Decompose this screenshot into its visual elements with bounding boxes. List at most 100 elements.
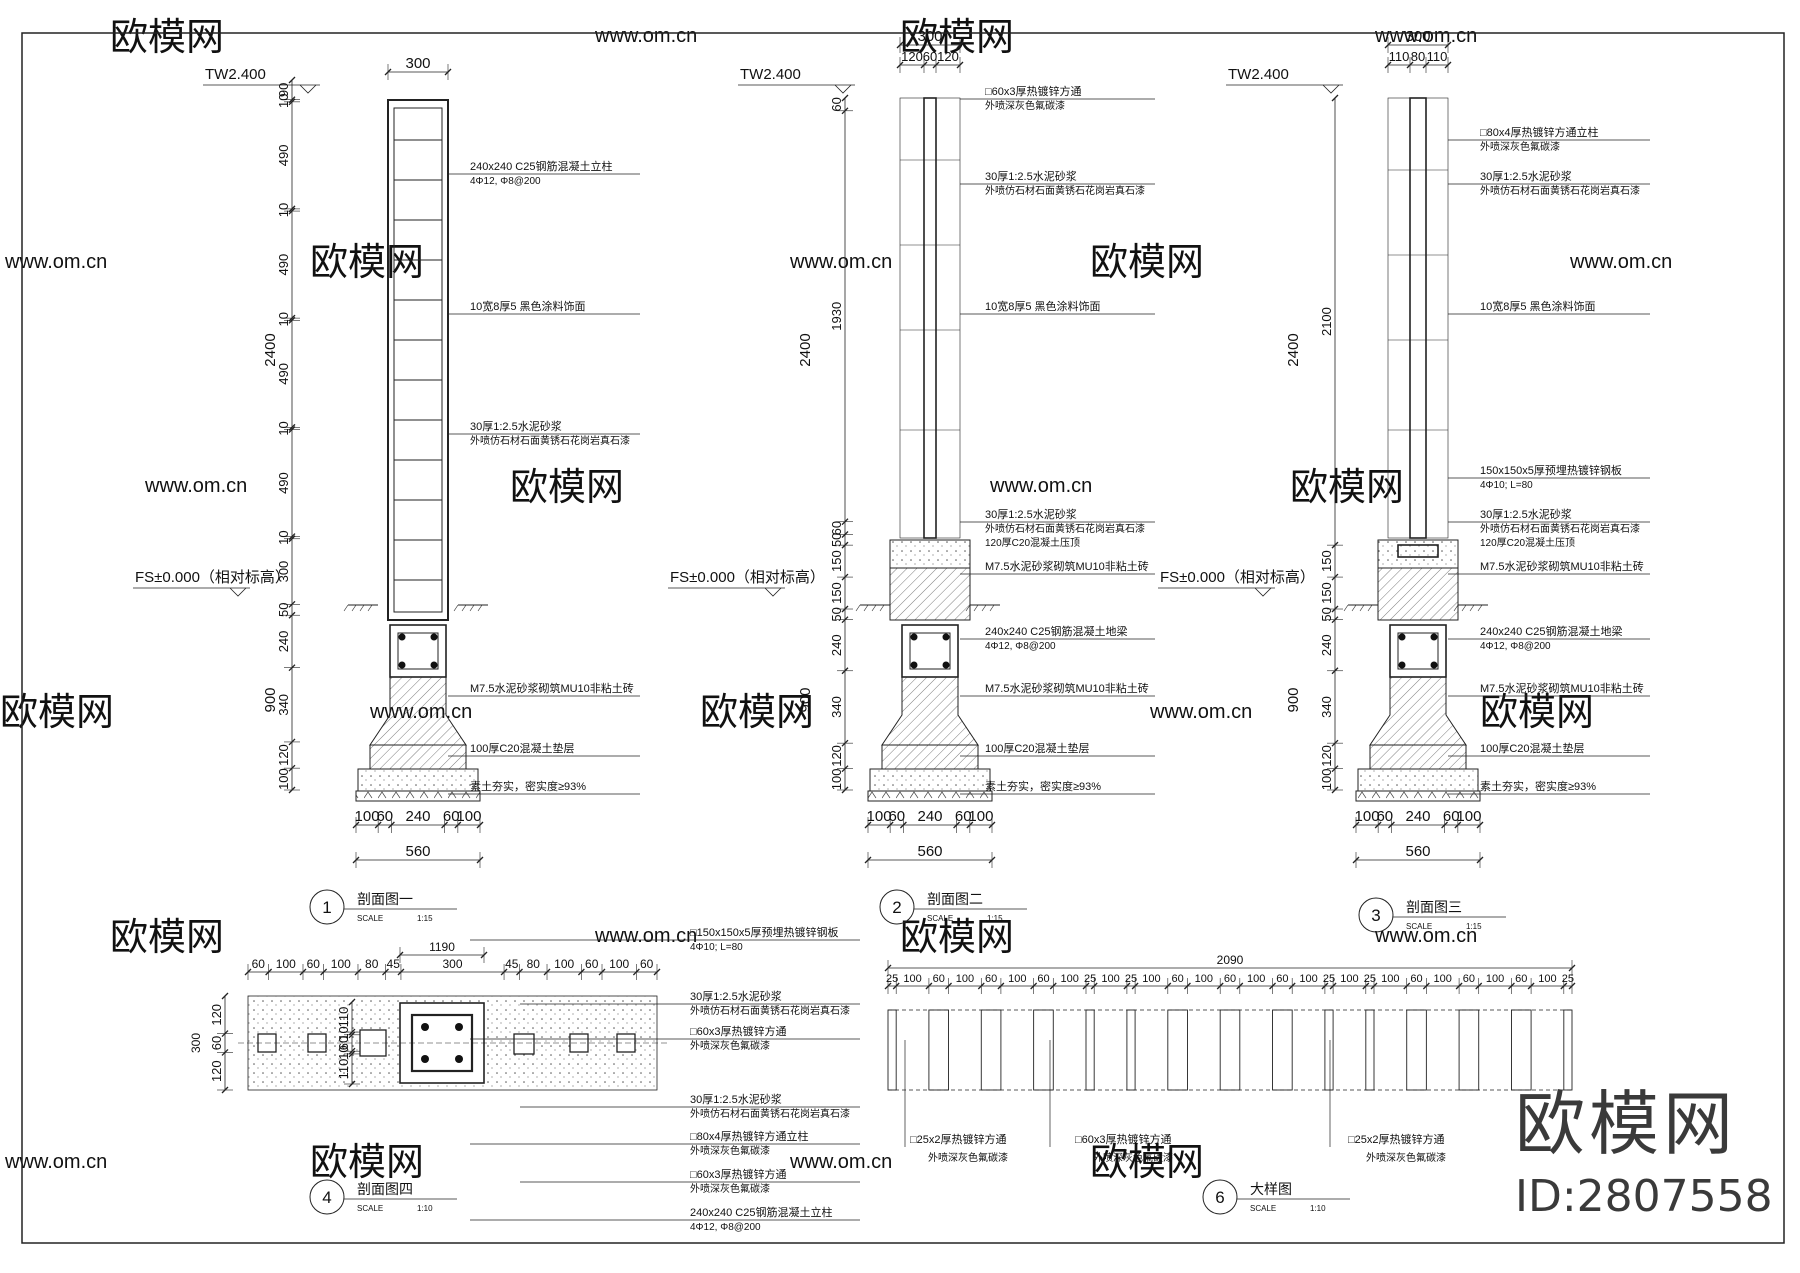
sec3-note4-line0: 30厚1:2.5水泥砂浆: [1480, 507, 1572, 521]
tw-level-marker: [834, 84, 852, 94]
sec3-bottom-dim-label: 100: [1456, 808, 1481, 825]
beam-stirrup: [909, 632, 951, 670]
slat: [1324, 1009, 1334, 1091]
sec2-note3-line0: 30厚1:2.5水泥砂浆: [985, 507, 1077, 521]
sec6-dim-label: 60: [1224, 973, 1236, 985]
sec3-note1-line0: 30厚1:2.5水泥砂浆: [1480, 169, 1572, 183]
sec6-dim-label: 60: [1410, 973, 1422, 985]
sec2-total-top: 2400: [797, 333, 814, 366]
sec2-left-dim-label: 240: [829, 634, 844, 656]
watermark-logo: 欧模网: [900, 17, 1014, 59]
sec4-dim-label: 60: [252, 957, 266, 971]
watermark-site: www.om.cn: [4, 251, 107, 273]
sec3-top-sub-label: 110: [1427, 49, 1448, 64]
watermark-site: www.om.cn: [1374, 25, 1477, 47]
sec1-note3-line0: M7.5水泥砂浆砌筑MU10非粘土砖: [470, 681, 634, 695]
sec4-title-scale-value: 1:10: [417, 1204, 433, 1213]
sec1-top-dim-label: 300: [405, 55, 430, 72]
sec3-note7-line0: M7.5水泥砂浆砌筑MU10非粘土砖: [1480, 681, 1644, 695]
sec3-note1-line1: 外喷仿石材石面黄锈石花岗岩真石漆: [1480, 184, 1640, 197]
sec1-note2-line0: 30厚1:2.5水泥砂浆: [470, 419, 562, 433]
sec1-note0-line1: 4Φ12, Φ8@200: [470, 176, 541, 187]
column-outline: [387, 99, 449, 621]
sec1-bottom-dim-label: 100: [355, 808, 380, 825]
sec4-left-label: 60: [209, 1036, 224, 1050]
slat: [1167, 1009, 1188, 1091]
sec3-title-number: 3: [1371, 906, 1380, 925]
rebar-dot: [1398, 661, 1406, 669]
sec2-total-bot: 900: [797, 687, 814, 712]
sec1-left-dim-label: 240: [276, 631, 291, 653]
sec1-bottom-total-label: 560: [405, 843, 430, 860]
ground-hatch: [981, 604, 987, 612]
sec6-dim-label: 100: [1299, 973, 1317, 985]
sec2-title-number: 2: [892, 898, 901, 917]
sec2-title-scale-value: 1:15: [987, 914, 1003, 923]
sec4-note2-line1: 外喷深灰色氟碳漆: [690, 1039, 770, 1052]
ground-hatch: [1469, 604, 1475, 612]
sec6-dim-label: 60: [985, 973, 997, 985]
sec2-left-dim-label: 150: [829, 550, 844, 572]
brick-footing: [881, 676, 979, 746]
fs-level-marker: [1254, 587, 1272, 597]
sec2-title-circle: [879, 889, 915, 925]
sec4-dim-label: 80: [365, 957, 379, 971]
sec2-note5-line0: 240x240 C25钢筋混凝土地梁: [985, 624, 1127, 638]
rebar-dot: [398, 661, 406, 669]
sec2-note3-line1: 外喷仿石材石面黄锈石花岗岩真石漆: [985, 522, 1145, 535]
sec3-bottom-dim-label: 60: [1376, 808, 1393, 825]
sec6-dim-label: 100: [903, 973, 921, 985]
sec1-left-dim-label: 90: [276, 83, 291, 97]
sec2-bottom-dim-label: 240: [917, 808, 942, 825]
sec6-dim-label: 60: [1515, 973, 1527, 985]
sec1-total-top: 2400: [262, 333, 279, 366]
sec6-dim-label: 100: [1101, 973, 1119, 985]
sec4-note5-line0: □60x3厚热镀锌方通: [690, 1167, 787, 1181]
sec1-total-bot: 900: [262, 687, 279, 712]
brand-name: 欧模网: [1515, 1083, 1737, 1165]
sec1-note2-line1: 外喷仿石材石面黄锈石花岗岩真石漆: [470, 434, 630, 447]
ground-hatch: [453, 604, 459, 612]
sec2-bottom-dim-label: 60: [888, 808, 905, 825]
sec3-total-top: 2400: [1285, 333, 1302, 366]
compacted-soil: [867, 790, 993, 802]
sec3-title-scale: SCALE: [1406, 922, 1432, 931]
sec6-dim-label: 60: [1463, 973, 1475, 985]
sec3-left-dim-label: 150: [1319, 550, 1334, 572]
footing-step: [369, 744, 467, 770]
tw-level-text: TW2.400: [1228, 66, 1289, 83]
rebar-dot: [421, 1023, 429, 1031]
slat: [1458, 1009, 1480, 1091]
sec2-title-scale: SCALE: [927, 914, 953, 923]
sec6-title-circle: [1202, 1179, 1238, 1215]
concrete-pad: [869, 768, 991, 792]
sec4-dim-label: 300: [442, 957, 462, 971]
sec3-bottom-total-label: 560: [1405, 843, 1430, 860]
slat: [1406, 1009, 1427, 1091]
sec1-left-dim-label: 10: [276, 94, 291, 108]
ground-hatch: [1461, 604, 1467, 612]
watermark-logo: 欧模网: [310, 242, 424, 284]
sec6-total-label: 2090: [1217, 953, 1244, 967]
sec2-top-sub-label: 120: [937, 49, 959, 64]
sec4-dim-label: 100: [609, 957, 629, 971]
sec2-note1-line1: 外喷仿石材石面黄锈石花岗岩真石漆: [985, 184, 1145, 197]
sec4-note6-line1: 4Φ12, Φ8@200: [690, 1222, 761, 1233]
sec6-dim-label: 100: [1340, 973, 1358, 985]
footing-step: [881, 744, 979, 770]
sec6-dim-label: 100: [1195, 973, 1213, 985]
sec3-note0-line1: 外喷深灰色氟碳漆: [1480, 140, 1560, 153]
ground-hatch: [1359, 604, 1365, 612]
sec1-left-dim-label: 120: [276, 744, 291, 766]
sec6-dim-label: 25: [1084, 973, 1096, 985]
dim-tick: [348, 998, 356, 1006]
slat: [1272, 1009, 1293, 1091]
sec2-left-dim-label: 60: [829, 521, 844, 535]
fs-level-text: FS±0.000（相对标高）: [135, 569, 290, 586]
sec4-note1-line0: 30厚1:2.5水泥砂浆: [690, 989, 782, 1003]
sec4-note0-line0: □150x150x5厚预埋热镀锌钢板: [690, 925, 838, 939]
sec6-dim-label: 25: [1562, 973, 1574, 985]
sec4-dim-label: 100: [331, 957, 351, 971]
watermark-site: www.om.cn: [594, 25, 697, 47]
sec4-total-label: 1190: [429, 940, 455, 954]
